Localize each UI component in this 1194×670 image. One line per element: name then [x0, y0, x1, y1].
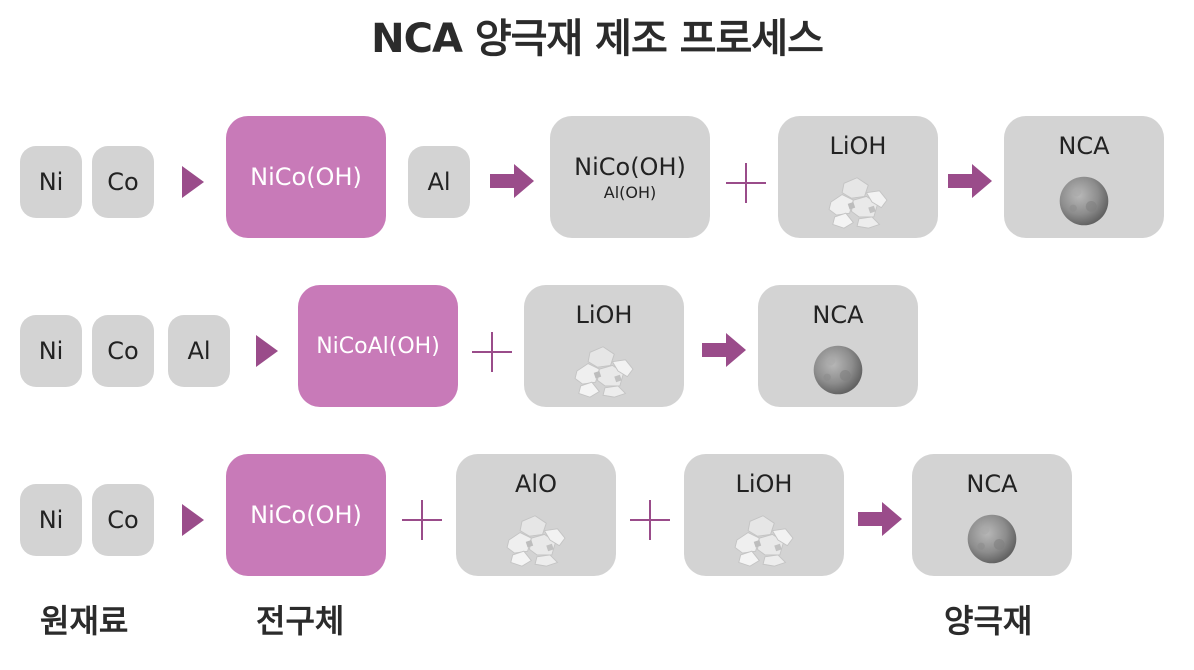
- additive-aluminum: Al: [408, 146, 470, 218]
- footer-precursor: 전구체: [256, 602, 345, 640]
- reagent-box: LiOH: [684, 454, 844, 576]
- nca-particle-icon: [811, 343, 865, 397]
- precursor-box: NiCo(OH): [226, 116, 386, 238]
- raw-nickel: Ni: [20, 146, 82, 218]
- nca-particle-icon: [1057, 174, 1111, 228]
- raw-cobalt: Co: [92, 315, 154, 387]
- product-box: NCA: [758, 285, 918, 407]
- additive-label: AlO: [515, 470, 557, 498]
- plus-icon: [472, 332, 512, 372]
- footer-cathode: 양극재: [944, 602, 1033, 640]
- footer-raw-materials: 원재료: [40, 602, 129, 640]
- step-arrow: [182, 166, 204, 198]
- product-box: NCA: [1004, 116, 1164, 238]
- intermediate-sublabel: Al(OH): [603, 182, 657, 202]
- process-arrow-icon: [490, 164, 534, 198]
- process-arrow-icon: [858, 502, 902, 536]
- page-title: NCA 양극재 제조 프로세스: [371, 16, 824, 62]
- powder-pile-icon: [503, 512, 569, 568]
- reagent-label: LiOH: [829, 132, 887, 160]
- step-arrow: [256, 335, 278, 367]
- powder-pile-icon: [731, 512, 797, 568]
- plus-icon: [402, 500, 442, 540]
- reagent-label: LiOH: [575, 301, 633, 329]
- intermediate-box: NiCo(OH) Al(OH): [550, 116, 710, 238]
- process-arrow-icon: [948, 164, 992, 198]
- product-label: NCA: [966, 470, 1018, 498]
- reagent-box: LiOH: [778, 116, 938, 238]
- plus-icon: [726, 163, 766, 203]
- product-label: NCA: [812, 301, 864, 329]
- process-arrow-icon: [702, 333, 746, 367]
- powder-pile-icon: [571, 343, 637, 399]
- product-label: NCA: [1058, 132, 1110, 160]
- raw-aluminum: Al: [168, 315, 230, 387]
- raw-nickel: Ni: [20, 315, 82, 387]
- plus-icon: [630, 500, 670, 540]
- intermediate-label: NiCo(OH): [574, 152, 686, 181]
- precursor-box: NiCo(OH): [226, 454, 386, 576]
- raw-nickel: Ni: [20, 484, 82, 556]
- reagent-box: LiOH: [524, 285, 684, 407]
- nca-particle-icon: [965, 512, 1019, 566]
- additive-box: AlO: [456, 454, 616, 576]
- raw-cobalt: Co: [92, 146, 154, 218]
- reagent-label: LiOH: [735, 470, 793, 498]
- precursor-box: NiCoAl(OH): [298, 285, 458, 407]
- raw-cobalt: Co: [92, 484, 154, 556]
- product-box: NCA: [912, 454, 1072, 576]
- step-arrow: [182, 504, 204, 536]
- powder-pile-icon: [825, 174, 891, 230]
